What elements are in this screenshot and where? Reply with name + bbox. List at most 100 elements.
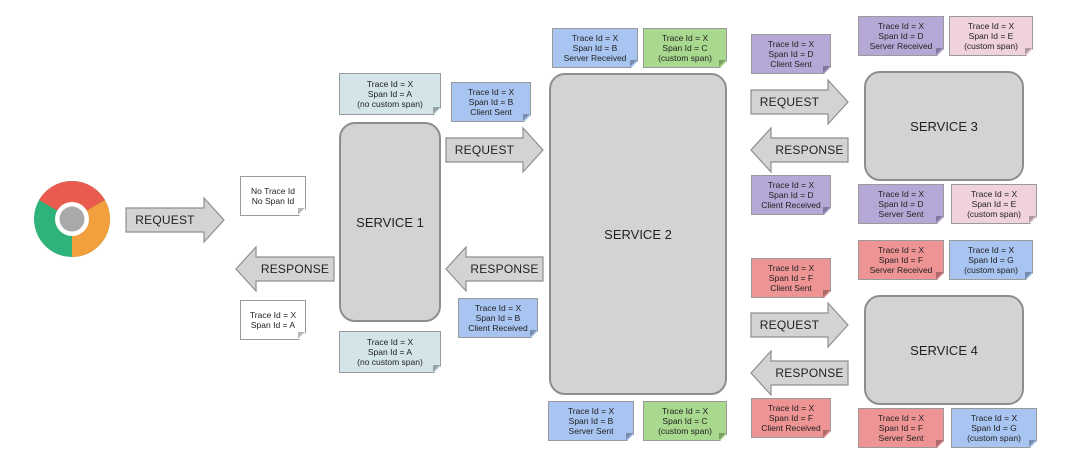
arrow-shape	[750, 78, 849, 126]
note-line: Client Sent	[770, 283, 812, 293]
note-line: Trace Id = X	[366, 337, 414, 347]
arrow-shape	[445, 126, 544, 174]
note-line: Trace Id = X	[877, 413, 925, 423]
request-label: REQUEST	[759, 95, 820, 109]
note-line: Server Received	[869, 265, 933, 275]
note-line: Span Id = E	[968, 31, 1014, 41]
note-line: Client Received	[761, 423, 821, 433]
note-line: Trace Id = X	[967, 21, 1015, 31]
note-line: Server Sent	[878, 209, 924, 219]
arrow-shape	[235, 245, 335, 293]
response-arrow-service4-service2: RESPONSE	[750, 349, 849, 397]
note-line: Trace Id = X	[467, 87, 515, 97]
note-line: Trace Id = X	[567, 406, 615, 416]
response-label: RESPONSE	[470, 262, 539, 276]
note-line: Trace Id = X	[767, 403, 815, 413]
note-line: Span Id = E	[971, 199, 1017, 209]
note-line: Client Sent	[770, 59, 812, 69]
note-line: (custom span)	[658, 426, 712, 436]
note-line: Trace Id = X	[767, 39, 815, 49]
request-arrow-browser-service1: REQUEST	[125, 196, 225, 244]
service-1-box: SERVICE 1	[339, 122, 441, 322]
note-line: Trace Id = X	[249, 310, 297, 320]
note-line: Span Id = F	[768, 273, 814, 283]
note-line: Span Id = D	[768, 49, 814, 59]
note-line: Span Id = C	[662, 416, 708, 426]
arrow-shape	[445, 245, 544, 293]
note-line: Trace Id = X	[661, 406, 709, 416]
note-line: (no custom span)	[357, 99, 423, 109]
note-line: Client Received	[761, 200, 821, 210]
note-line: Server Received	[563, 53, 627, 63]
note-line: (custom span)	[967, 209, 1021, 219]
note-line: Span Id = D	[878, 199, 924, 209]
note-line: (custom span)	[658, 53, 712, 63]
arrow-shape	[125, 196, 225, 244]
response-arrow-service3-service2: RESPONSE	[750, 126, 849, 174]
service-4-label: SERVICE 4	[910, 342, 978, 358]
note-line: (custom span)	[964, 41, 1018, 51]
note-line: Span Id = B	[572, 43, 618, 53]
note-line: Trace Id = X	[366, 79, 414, 89]
request-label: REQUEST	[759, 318, 820, 332]
note-line: No Span Id	[251, 196, 295, 206]
note-line: Span Id = G	[971, 423, 1017, 433]
note-line: Span Id = A	[367, 347, 413, 357]
note-line: (custom span)	[964, 265, 1018, 275]
note-line: Trace Id = X	[571, 33, 619, 43]
response-label: RESPONSE	[775, 366, 844, 380]
request-label: REQUEST	[135, 213, 195, 227]
arrow-shape	[750, 126, 849, 174]
service-4-box: SERVICE 4	[864, 295, 1024, 405]
note-line: Span Id = D	[768, 190, 814, 200]
note-line: Span Id = G	[968, 255, 1014, 265]
note-line: Span Id = F	[878, 255, 924, 265]
note-line: Client Received	[468, 323, 528, 333]
service-2-box: SERVICE 2	[549, 73, 727, 395]
note-line: Server Received	[869, 41, 933, 51]
note-line: (no custom span)	[357, 357, 423, 367]
arrow-shape	[750, 349, 849, 397]
note-line: Trace Id = X	[767, 263, 815, 273]
arrow-shape	[750, 301, 849, 349]
service-3-box: SERVICE 3	[864, 71, 1024, 181]
note-line: Trace Id = X	[967, 245, 1015, 255]
request-arrow-service1-service2: REQUEST	[445, 126, 544, 174]
response-label: RESPONSE	[775, 143, 844, 157]
note-line: Trace Id = X	[474, 303, 522, 313]
note-line: Server Sent	[878, 433, 924, 443]
service-3-label: SERVICE 3	[910, 118, 978, 134]
note-line: Trace Id = X	[877, 245, 925, 255]
response-label: RESPONSE	[260, 262, 330, 276]
request-arrow-service2-service3: REQUEST	[750, 78, 849, 126]
note-line: Trace Id = X	[767, 180, 815, 190]
response-arrow-service1-browser: RESPONSE	[235, 245, 335, 293]
chrome-browser-icon	[34, 181, 110, 257]
note-line: Span Id = B	[475, 313, 521, 323]
note-line: Server Sent	[568, 426, 614, 436]
note-line: Trace Id = X	[877, 21, 925, 31]
note-line: Span Id = A	[367, 89, 413, 99]
